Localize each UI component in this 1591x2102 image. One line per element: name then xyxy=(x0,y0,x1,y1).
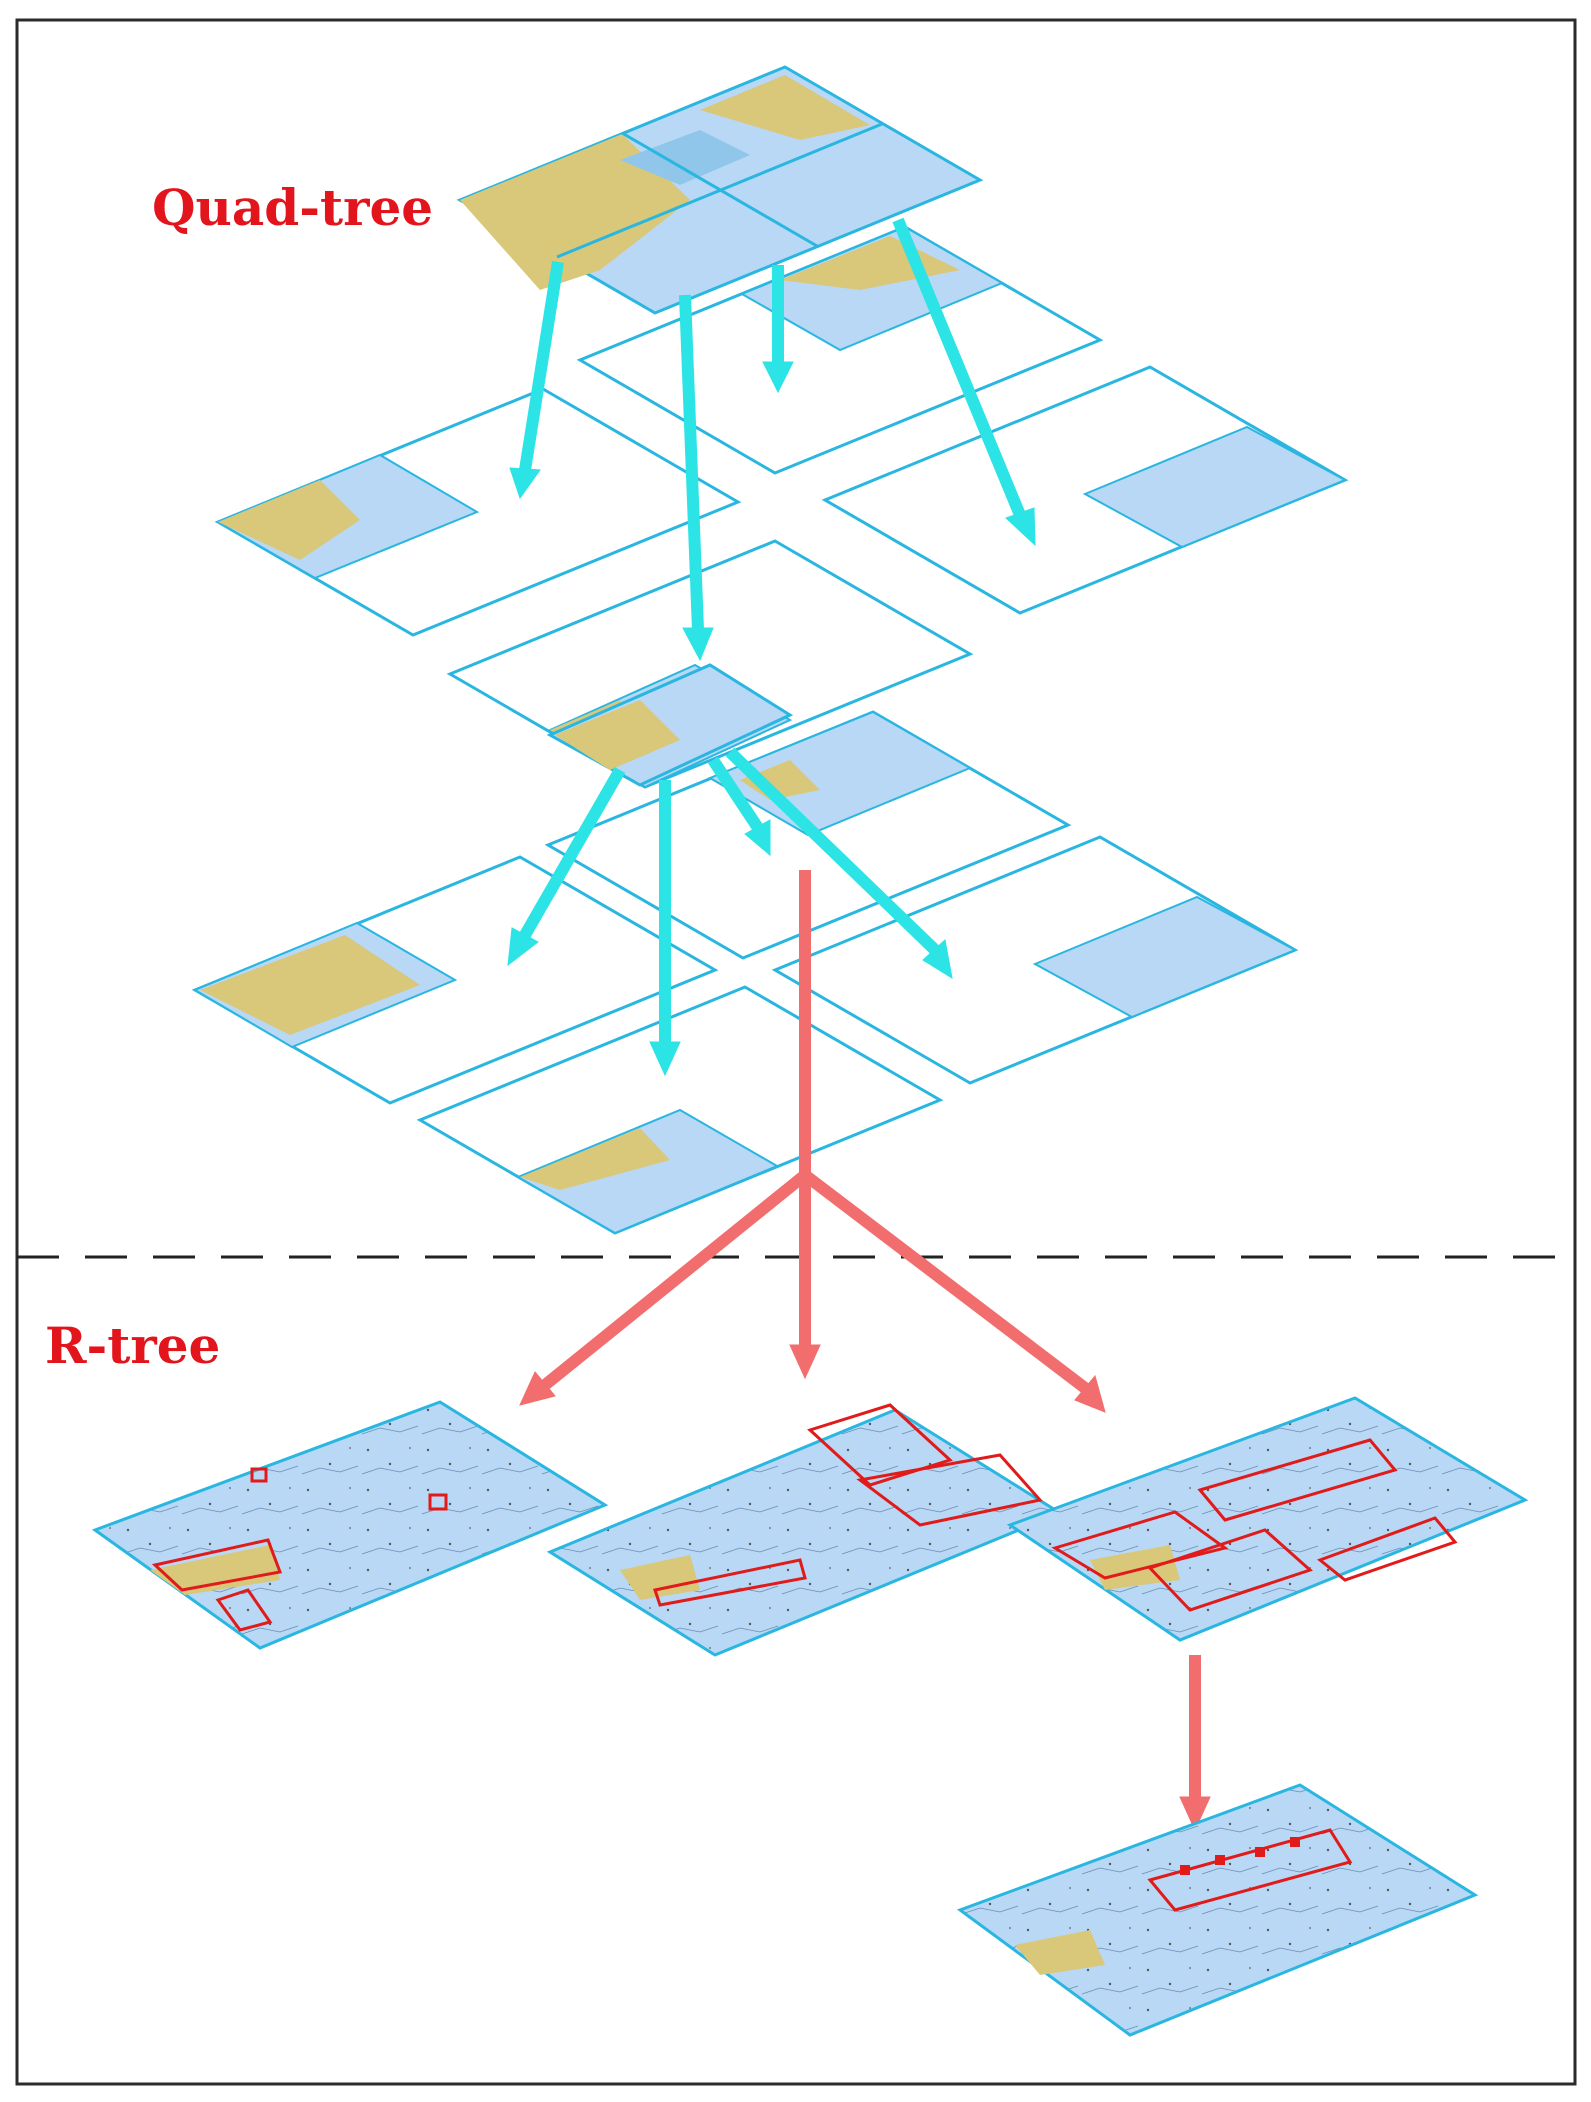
rtree-node-left xyxy=(91,1400,609,1650)
rtree-leaf-node xyxy=(956,1783,1479,2037)
quadtree-level3-tile-right xyxy=(771,835,1299,1085)
quadtree-section xyxy=(191,65,1349,1235)
rtree-node-right xyxy=(1006,1396,1529,1642)
quadtree-root-tile xyxy=(456,65,984,315)
quadtree-arrows xyxy=(507,217,1036,1077)
quadtree-level3-tile-left xyxy=(191,855,719,1105)
rtree-node-middle xyxy=(546,1403,1064,1657)
quadtree-level2-tile-right xyxy=(821,365,1349,615)
quadtree-label: Quad-tree xyxy=(152,178,433,237)
rtree-label: R-tree xyxy=(45,1316,220,1375)
rtree-arrows xyxy=(519,870,1211,1832)
quadtree-level2-tile-left xyxy=(214,387,742,637)
outer-frame xyxy=(15,18,1577,2086)
quadtree-selected-node xyxy=(546,663,794,787)
